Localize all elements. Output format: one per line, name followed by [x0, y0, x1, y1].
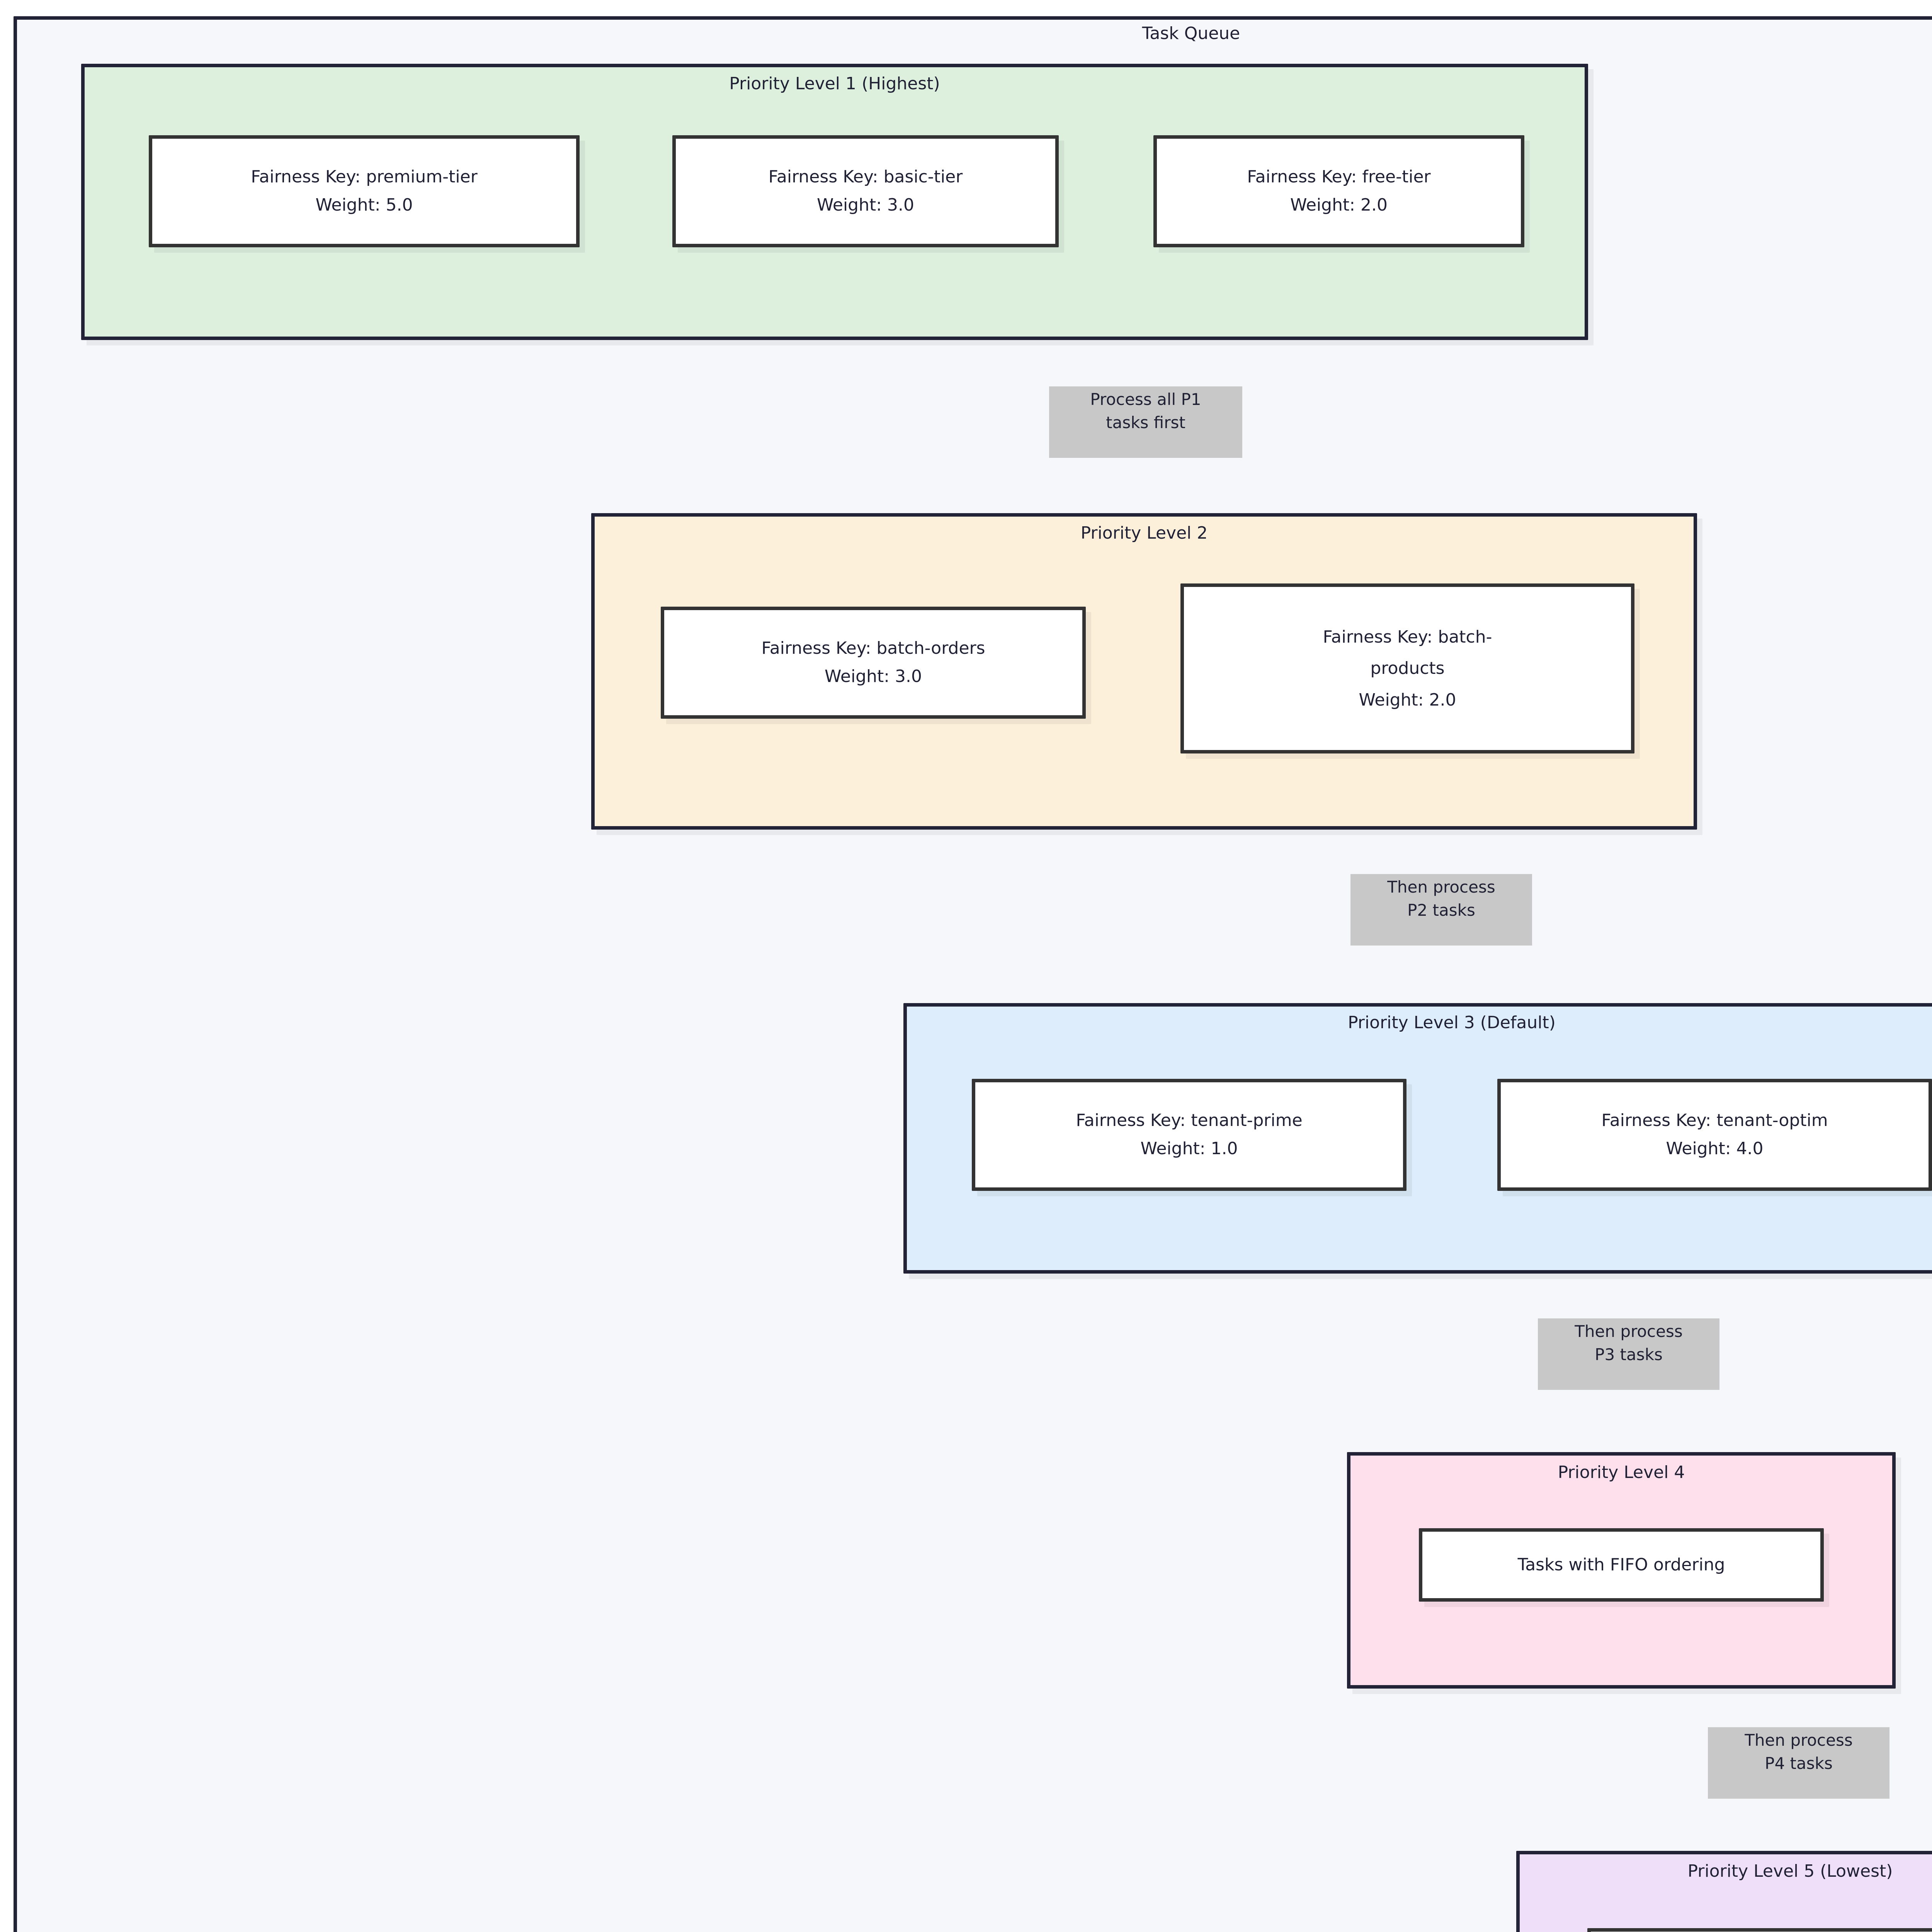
node-p3-tenant-prime-weight: Weight: 1.0 [1140, 1139, 1238, 1158]
node-p3-tenant-optim-key: Fairness Key: tenant-optim [1601, 1111, 1828, 1131]
edge-label-p4-p5-line2: P4 tasks [1765, 1753, 1833, 1773]
node-p3-tenant-prime-key: Fairness Key: tenant-prime [1076, 1111, 1303, 1131]
edge-label-p4-p5: Then process P4 tasks [1708, 1727, 1889, 1799]
node-p3-tenant-prime: Fairness Key: tenant-prime Weight: 1.0 [972, 1079, 1406, 1191]
node-p2-batch-orders-key: Fairness Key: batch-orders [761, 638, 985, 658]
edge-label-p1-p2: Process all P1 tasks first [1049, 386, 1242, 458]
task-queue-title: Task Queue [1142, 24, 1240, 43]
edge-label-p1-p2-line1: Process all P1 [1090, 390, 1201, 409]
node-p1-free-tier: Fairness Key: free-tier Weight: 2.0 [1153, 135, 1524, 247]
edge-label-p3-p4-line2: P3 tasks [1595, 1345, 1663, 1364]
node-p2-batch-products-weight: Weight: 2.0 [1359, 690, 1456, 710]
node-p1-premium-tier-weight: Weight: 5.0 [315, 195, 413, 215]
node-p1-premium-tier: Fairness Key: premium-tier Weight: 5.0 [149, 135, 580, 247]
edge-label-p3-p4-line1: Then process [1575, 1322, 1683, 1341]
node-p2-batch-products-key-line2: products [1370, 658, 1445, 679]
node-p2-batch-products-key-line1: Fairness Key: batch- [1323, 627, 1492, 647]
node-p5-fifo: Tasks with FIFO ordering [1587, 1928, 1932, 1932]
node-p1-basic-tier-key: Fairness Key: basic-tier [768, 167, 963, 187]
node-p4-fifo-label: Tasks with FIFO ordering [1517, 1554, 1725, 1575]
node-p1-basic-tier-weight: Weight: 3.0 [816, 195, 915, 215]
cluster-priority-level-2-title: Priority Level 2 [1080, 523, 1208, 543]
node-p3-tenant-optim-weight: Weight: 4.0 [1666, 1139, 1764, 1158]
cluster-priority-level-1-title: Priority Level 1 (Highest) [729, 74, 940, 94]
edge-label-p2-p3-line2: P2 tasks [1407, 900, 1475, 920]
edge-label-p2-p3-line1: Then process [1387, 878, 1495, 896]
node-p2-batch-orders-weight: Weight: 3.0 [824, 667, 922, 686]
node-p3-tenant-optim: Fairness Key: tenant-optim Weight: 4.0 [1497, 1079, 1932, 1191]
cluster-priority-level-3-title: Priority Level 3 (Default) [1348, 1013, 1556, 1032]
node-p2-batch-orders: Fairness Key: batch-orders Weight: 3.0 [661, 607, 1086, 719]
node-p4-fifo: Tasks with FIFO ordering [1419, 1528, 1824, 1602]
cluster-priority-level-4-title: Priority Level 4 [1558, 1463, 1685, 1482]
cluster-priority-level-5 [1516, 1851, 1932, 1932]
cluster-priority-level-5-title: Priority Level 5 (Lowest) [1687, 1861, 1893, 1881]
node-p2-batch-products: Fairness Key: batch- products Weight: 2.… [1180, 583, 1634, 753]
node-p1-basic-tier: Fairness Key: basic-tier Weight: 3.0 [672, 135, 1059, 247]
edge-label-p1-p2-line2: tasks first [1106, 413, 1185, 432]
edge-label-p3-p4: Then process P3 tasks [1538, 1318, 1719, 1390]
node-p1-premium-tier-key: Fairness Key: premium-tier [251, 167, 478, 187]
node-p1-free-tier-key: Fairness Key: free-tier [1247, 167, 1431, 187]
edge-label-p2-p3: Then process P2 tasks [1350, 874, 1532, 946]
node-p1-free-tier-weight: Weight: 2.0 [1290, 195, 1388, 215]
edge-label-p4-p5-line1: Then process [1745, 1731, 1853, 1750]
